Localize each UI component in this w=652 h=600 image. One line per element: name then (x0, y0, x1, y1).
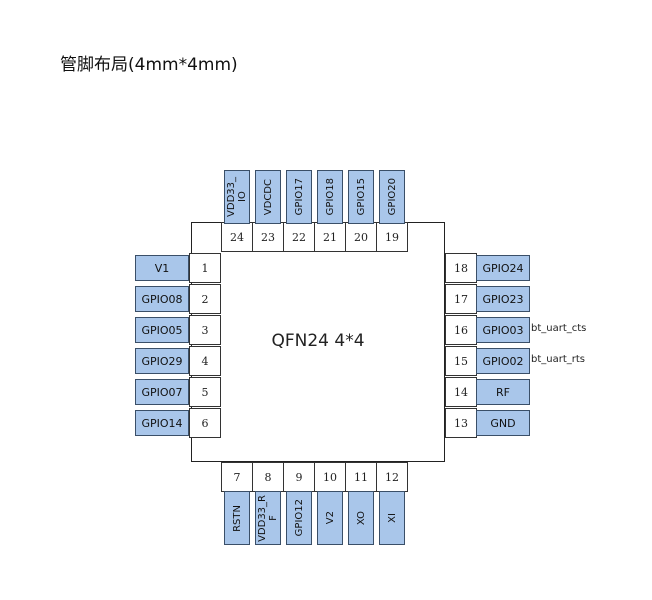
pin-pad-bottom-label: V2 (324, 511, 336, 525)
pin-function-label: bt_uart_rts (531, 354, 586, 365)
pin-pad-left: V1 (135, 255, 189, 281)
pin-number: 15 (445, 346, 477, 376)
pin-pad-right: GPIO02 (476, 348, 530, 374)
pin-pad-top-label: GPIO20 (386, 178, 398, 216)
pin-number: 6 (189, 408, 221, 438)
pin-number: 14 (445, 377, 477, 407)
pin-number: 23 (252, 222, 284, 252)
pin-pad-top-label: GPIO17 (293, 178, 305, 216)
pin-pad-bottom-label: GPIO12 (293, 499, 305, 537)
pin-pad-bottom: GPIO12 (286, 491, 312, 545)
pin-number: 20 (345, 222, 377, 252)
pin-pad-top-label: GPIO15 (355, 178, 367, 216)
pin-number: 5 (189, 377, 221, 407)
pin-pad-bottom-label: VDD33_R F (257, 494, 279, 542)
pin-pad-top: GPIO17 (286, 170, 312, 224)
page-title: 管脚布局(4mm*4mm) (60, 55, 238, 75)
pin-pad-right: GPIO24 (476, 255, 530, 281)
pin-pad-top: GPIO20 (379, 170, 405, 224)
pin-pad-top: GPIO15 (348, 170, 374, 224)
pin-pad-left: GPIO08 (135, 286, 189, 312)
pin-number: 9 (283, 462, 315, 492)
pin-number: 16 (445, 315, 477, 345)
pin-number: 13 (445, 408, 477, 438)
pin-pad-left: GPIO07 (135, 379, 189, 405)
pin-pad-right: GPIO03 (476, 317, 530, 343)
pin-number: 17 (445, 284, 477, 314)
pin-number: 8 (252, 462, 284, 492)
pin-pad-left: GPIO05 (135, 317, 189, 343)
pin-number: 10 (314, 462, 346, 492)
pin-pad-bottom: XI (379, 491, 405, 545)
pin-number: 18 (445, 253, 477, 283)
pin-number: 1 (189, 253, 221, 283)
pin-number: 4 (189, 346, 221, 376)
pin-pad-bottom: RSTN (224, 491, 250, 545)
pin-number: 12 (376, 462, 408, 492)
package-label: QFN24 4*4 (271, 331, 365, 351)
pin-pad-bottom-label: RSTN (231, 504, 243, 532)
pin-number: 11 (345, 462, 377, 492)
pin-number: 3 (189, 315, 221, 345)
pin-function-label: bt_uart_cts (531, 323, 587, 334)
pin-pad-right: GND (476, 410, 530, 436)
pin-pad-bottom: VDD33_R F (255, 491, 281, 545)
pin-pad-left: GPIO29 (135, 348, 189, 374)
pin-number: 22 (283, 222, 315, 252)
pin-pad-right: GPIO23 (476, 286, 530, 312)
pin-pad-top: VDCDC (255, 170, 281, 224)
pin-pad-top-label: GPIO18 (324, 178, 336, 216)
pin-number: 24 (221, 222, 253, 252)
pin-pad-right: RF (476, 379, 530, 405)
pin-pad-bottom: XO (348, 491, 374, 545)
pin-pad-top-label: VDCDC (262, 178, 274, 216)
qfn24-package-body: QFN24 4*4 (191, 222, 445, 462)
pin-number: 7 (221, 462, 253, 492)
pin-number: 19 (376, 222, 408, 252)
pin-pad-top: VDD33_ IO (224, 170, 250, 224)
pin-pad-top: GPIO18 (317, 170, 343, 224)
pin-pad-bottom-label: XI (386, 513, 398, 523)
pin-pad-left: GPIO14 (135, 410, 189, 436)
pin-pad-bottom: V2 (317, 491, 343, 545)
pin-pad-top-label: VDD33_ IO (226, 177, 248, 217)
pin-number: 2 (189, 284, 221, 314)
pin-pad-bottom-label: XO (355, 510, 367, 526)
pin-number: 21 (314, 222, 346, 252)
